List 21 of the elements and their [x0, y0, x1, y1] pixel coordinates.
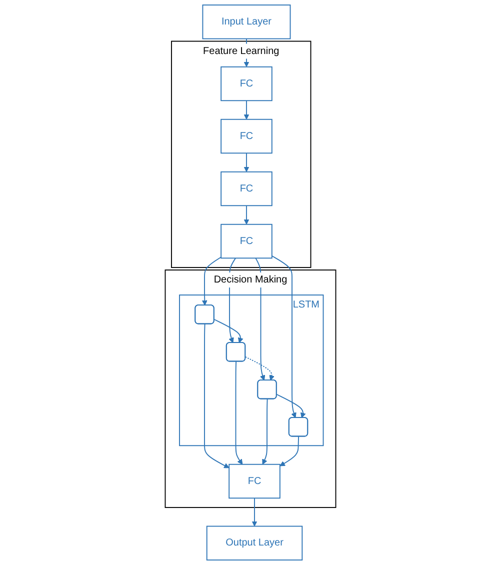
arrow [276, 394, 306, 418]
arrow [235, 361, 243, 465]
arrow [252, 498, 258, 526]
node-box: FC [220, 171, 272, 206]
node-box: FC [220, 224, 272, 259]
node-box: Output Layer [206, 526, 303, 560]
arrow [280, 436, 300, 466]
arrow [204, 324, 230, 468]
cluster: LSTM [179, 294, 324, 446]
arrow [262, 398, 268, 465]
arrow [214, 318, 244, 344]
arrow [202, 256, 222, 306]
arrow [244, 205, 250, 225]
arrow [244, 152, 250, 172]
node-box: FC [220, 118, 272, 154]
arrow [244, 100, 250, 120]
arrow [271, 255, 296, 418]
node-box: Input Layer [202, 4, 291, 40]
node-box: FC [228, 464, 280, 499]
arrow [244, 356, 274, 381]
node-box: FC [220, 66, 272, 102]
